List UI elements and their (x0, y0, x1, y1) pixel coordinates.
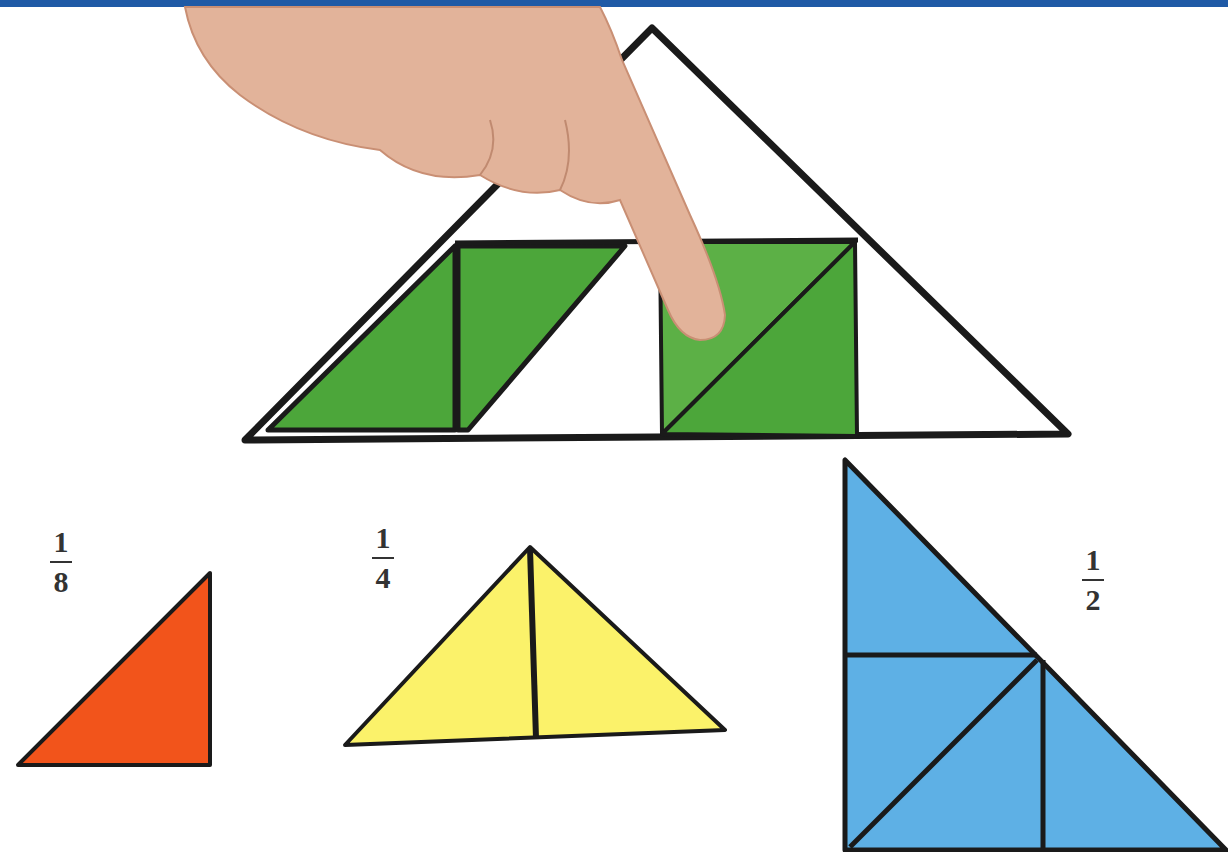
blue-triangle (845, 460, 1226, 850)
fraction-bar (372, 557, 394, 559)
fraction-denominator: 8 (54, 566, 69, 598)
pointing-hand (185, 7, 725, 340)
fraction-denominator: 2 (1086, 584, 1101, 616)
yellow-triangle (345, 547, 725, 745)
fraction-numerator: 1 (1086, 544, 1101, 576)
piece-edge (1041, 660, 1046, 850)
fraction-bar (50, 561, 72, 563)
fraction-label: 18 (44, 522, 78, 602)
green-piece (458, 246, 625, 430)
top-band (0, 0, 1228, 7)
fraction-numerator: 1 (54, 526, 69, 558)
fraction-label: 12 (1076, 540, 1110, 620)
piece-edge (530, 549, 536, 738)
green-piece (268, 246, 455, 430)
hand-crease (480, 120, 569, 190)
fraction-label: 14 (366, 518, 400, 598)
fraction-bar (1082, 579, 1104, 581)
piece-edge (845, 653, 1037, 658)
piece-edge (850, 660, 1037, 847)
fraction-denominator: 4 (376, 562, 391, 594)
fraction-numerator: 1 (376, 522, 391, 554)
